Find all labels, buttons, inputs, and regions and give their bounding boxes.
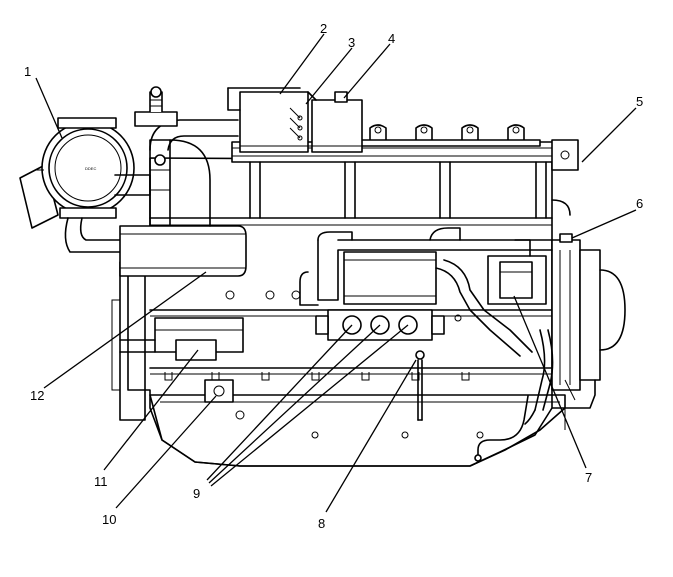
callout-5: 5 [636,94,643,109]
front-gear-housing [551,139,626,401]
aftercooler [119,139,247,277]
leader-1 [35,77,63,139]
callout-2: 2 [320,21,327,36]
flywheel-housing [119,261,146,421]
callout-6: 6 [636,196,643,211]
pan-bolts [164,372,470,381]
callout-4: 4 [388,31,395,46]
callout-11: 11 [94,474,108,489]
leader-7 [513,295,587,469]
callout-7: 7 [585,470,592,485]
engine-drawing: DDEC [19,86,626,467]
callout-1: 1 [24,64,31,79]
ecm-module [227,87,363,153]
leader-12 [43,271,207,389]
leader-2 [279,33,325,95]
fuel-injectors [369,124,525,143]
leader-9a [206,324,353,481]
wiring-harness [477,395,529,461]
leader-8 [325,359,417,513]
leader-4 [343,43,391,99]
leader-10 [115,395,217,509]
callout-3: 3 [348,35,355,50]
oil-pan [149,394,566,467]
fuel-plumbing [299,227,554,425]
callout-labels: 1 2 3 4 5 6 7 8 9 10 11 12 [24,21,643,531]
callout-8: 8 [318,516,325,531]
callout-9: 9 [193,486,200,501]
svg-text:DDEC: DDEC [85,166,96,171]
starter-motor [119,317,244,403]
leader-9c [210,324,409,487]
head-ribs [249,161,547,219]
air-cleaner: DDEC [19,117,135,229]
callout-10: 10 [102,512,116,527]
leader-lines [35,33,637,513]
leader-11 [103,349,199,471]
leader-6 [571,209,637,239]
oil-dipstick [415,350,425,421]
leader-5 [581,107,637,163]
callout-12: 12 [30,388,44,403]
leader-9b [208,324,381,484]
leader-3 [305,47,353,105]
